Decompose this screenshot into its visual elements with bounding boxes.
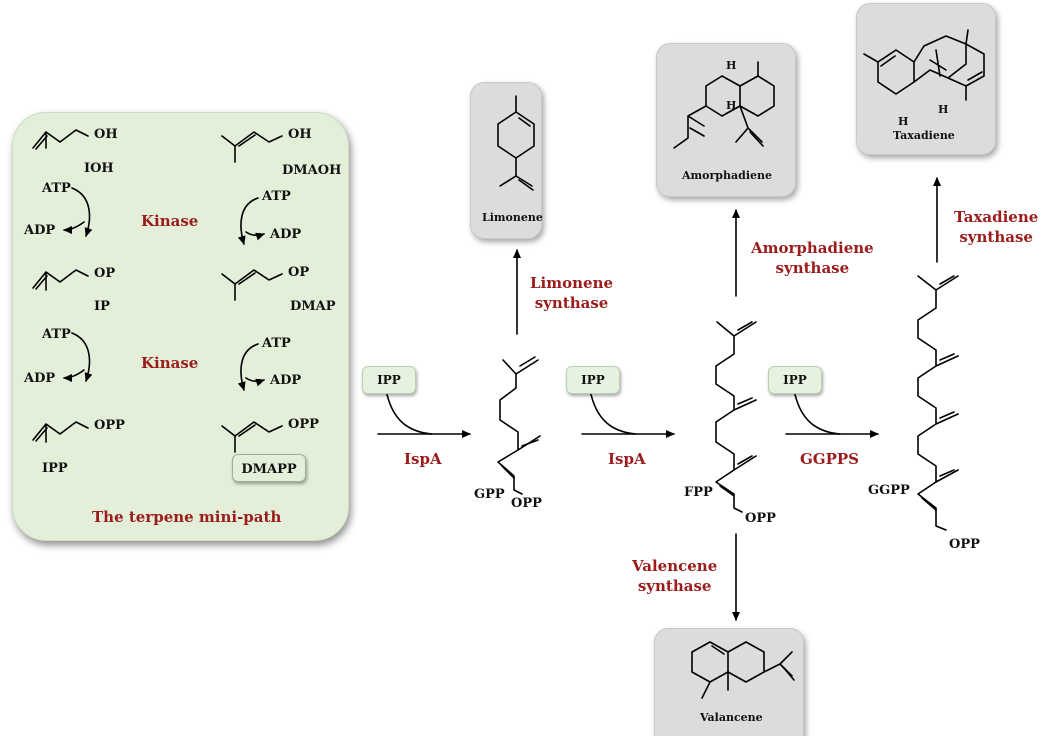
dmapp-opp-label: OPP xyxy=(288,417,319,432)
amorphadiene-box xyxy=(656,43,796,197)
dmap-label: DMAP xyxy=(290,299,336,314)
taxadiene-label: Taxadiene xyxy=(893,129,955,142)
ip-label: IP xyxy=(94,299,110,314)
amorphadiene-synthase-line2: synthase xyxy=(775,258,850,277)
taxadiene-h-right: H xyxy=(938,103,949,116)
fpp-opp-label: OPP xyxy=(745,511,776,526)
taxadiene-h-left: H xyxy=(898,115,909,128)
valencene-synthase-line2: synthase xyxy=(637,576,712,595)
fpp-label: FPP xyxy=(684,485,713,500)
limonene-synthase-line1: Limonene xyxy=(530,274,614,292)
gpp-structure xyxy=(497,356,541,495)
ispa-label-1: IspA xyxy=(404,450,442,468)
valancene-label: Valancene xyxy=(700,711,763,724)
amorphadiene-synthase-label: Amorphadiene synthase xyxy=(751,239,874,278)
ipp-tag-1: IPP xyxy=(362,366,416,394)
kinase-arrow-left-1 xyxy=(71,187,93,237)
adp-arrow-right-1 xyxy=(245,231,265,241)
ipp-mini-structure xyxy=(32,421,89,443)
ioh-structure xyxy=(32,129,89,150)
ip-structure xyxy=(32,269,89,291)
limonene-synthase-label: Limonene synthase xyxy=(530,274,613,313)
limonene-synthase-line2: synthase xyxy=(534,293,609,312)
gpp-opp-label: OPP xyxy=(511,496,542,511)
ioh-label: IOH xyxy=(84,161,114,176)
ggpps-label: GGPPS xyxy=(800,450,860,468)
kinase-label-1: Kinase xyxy=(141,212,199,230)
adp-label-l1: ADP xyxy=(24,223,56,238)
valancene-box xyxy=(654,628,804,736)
dmapp-label: DMAPP xyxy=(241,462,297,477)
amorphadiene-h-top: H xyxy=(726,59,737,72)
amorphadiene-label: Amorphadiene xyxy=(682,169,772,182)
ggpp-structure xyxy=(917,275,959,531)
dmaoh-label: DMAOH xyxy=(282,163,342,178)
dmaoh-oh-label: OH xyxy=(288,127,312,142)
ggpp-label: GGPP xyxy=(868,483,910,498)
adp-arrow-right-2 xyxy=(245,377,265,387)
dmap-op-label: OP xyxy=(288,265,310,280)
ipp-tag-2: IPP xyxy=(566,366,620,394)
adp-arrow-left-2 xyxy=(63,369,85,382)
ispa-label-2: IspA xyxy=(608,450,646,468)
taxadiene-box xyxy=(856,3,996,155)
dmaoh-structure xyxy=(221,131,283,163)
adp-label-r1: ADP xyxy=(270,227,302,242)
limonene-label: Limonene xyxy=(482,211,543,224)
kinase-arrow-left-2 xyxy=(71,332,93,382)
amorphadiene-synthase-line1: Amorphadiene xyxy=(751,239,874,257)
valencene-synthase-label: Valencene synthase xyxy=(632,557,717,596)
gpp-label: GPP xyxy=(474,487,505,502)
ip-op-label: OP xyxy=(94,266,116,281)
ioh-oh-label: OH xyxy=(94,127,118,142)
kinase-label-2: Kinase xyxy=(141,354,199,372)
dmap-structure xyxy=(221,269,283,301)
mini-path-title: The terpene mini-path xyxy=(92,508,282,526)
ipp-mini-label: IPP xyxy=(42,461,68,476)
taxadiene-synthase-line2: synthase xyxy=(959,227,1033,246)
limonene-box xyxy=(470,82,542,239)
ipp-tag-3: IPP xyxy=(768,366,822,394)
taxadiene-structure xyxy=(863,29,985,101)
atp-label-l2: ATP xyxy=(42,327,71,342)
adp-label-l2: ADP xyxy=(24,371,56,386)
fpp-structure xyxy=(715,321,757,513)
kinase-arrow-right-2 xyxy=(237,343,259,391)
amorphadiene-structure xyxy=(673,61,775,149)
dmapp-tag: DMAPP xyxy=(232,454,306,482)
ggpp-opp-label: OPP xyxy=(949,537,980,552)
amorphadiene-h-mid: H xyxy=(726,99,737,112)
valancene-structure xyxy=(691,641,795,699)
taxadiene-synthase-label: Taxadiene synthase xyxy=(954,208,1038,247)
dmapp-structure xyxy=(221,421,283,453)
taxadiene-synthase-line1: Taxadiene xyxy=(954,208,1039,226)
adp-label-r2: ADP xyxy=(270,373,302,388)
atp-label-l1: ATP xyxy=(42,181,71,196)
adp-arrow-left-1 xyxy=(63,221,85,234)
atp-label-r2: ATP xyxy=(262,336,291,351)
kinase-arrow-right-1 xyxy=(237,197,259,245)
limonene-structure xyxy=(497,95,535,191)
valencene-synthase-line1: Valencene xyxy=(632,557,718,575)
ipp-opp-label: OPP xyxy=(94,418,125,433)
atp-label-r1: ATP xyxy=(262,189,291,204)
